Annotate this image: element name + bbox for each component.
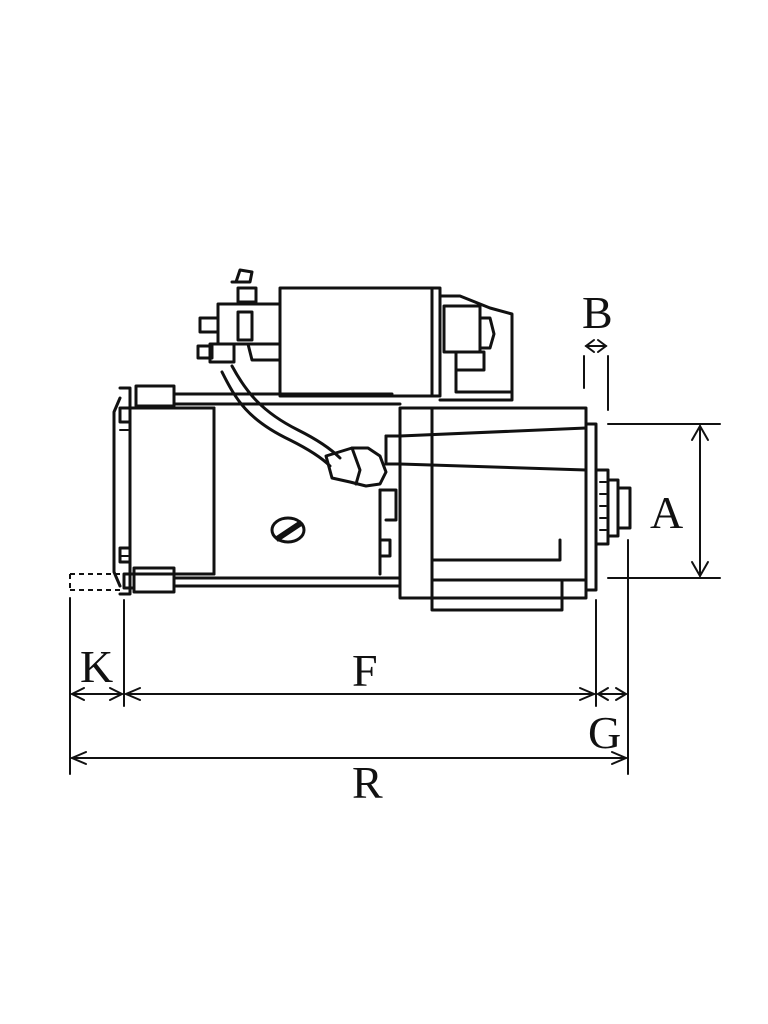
solenoid-bracket — [438, 294, 514, 402]
terminal-nut — [198, 316, 220, 334]
solenoid — [278, 286, 514, 402]
pinion-gear — [594, 468, 632, 546]
dimension-lines — [69, 339, 721, 775]
k-dashed-extension — [69, 573, 120, 591]
through-bolt-head-bottom — [132, 566, 176, 594]
cable-grommet — [324, 446, 388, 488]
terminal-cap — [230, 268, 254, 284]
terminal-lower — [208, 342, 236, 364]
label-k: K — [80, 641, 113, 692]
field-cable — [220, 364, 388, 488]
label-r: R — [352, 757, 383, 808]
yoke-screw — [270, 516, 306, 544]
drive-housing-body — [398, 406, 588, 600]
rear-end-cap — [112, 384, 176, 596]
solenoid-terminals — [196, 268, 282, 364]
motor-yoke — [128, 392, 402, 588]
solenoid-body — [278, 286, 442, 398]
label-a: A — [650, 487, 683, 538]
label-g: G — [588, 707, 621, 758]
label-f: F — [352, 645, 378, 696]
label-b: B — [582, 287, 613, 338]
through-bolt-head-top — [134, 384, 176, 408]
dimension-labels: B A K F G R — [80, 287, 683, 808]
drive-housing — [384, 406, 598, 612]
